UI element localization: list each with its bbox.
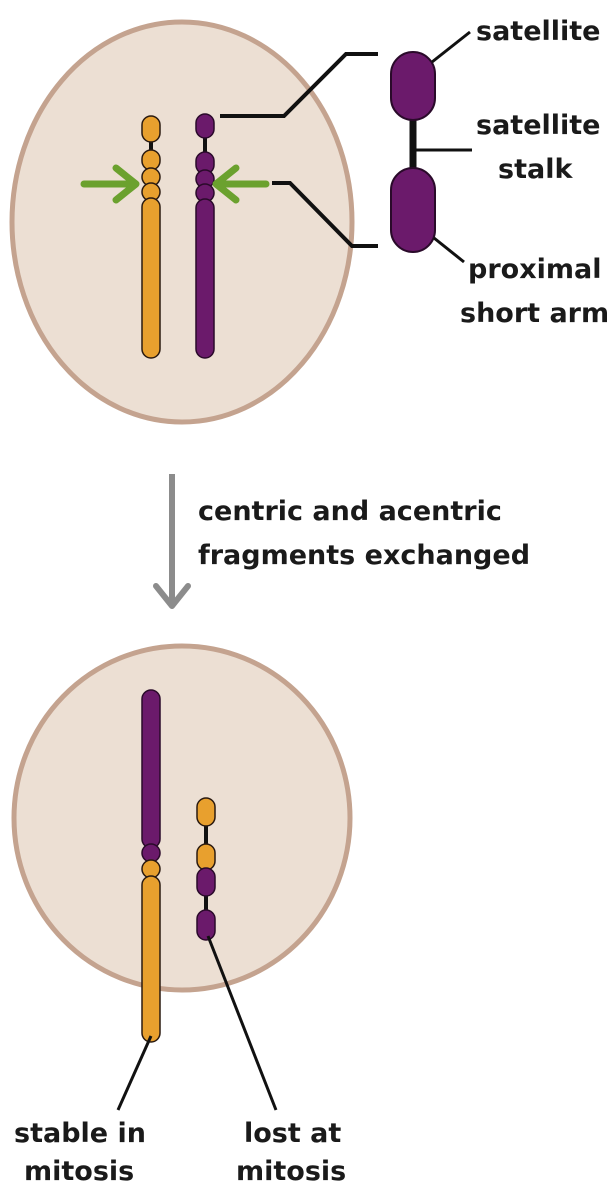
purple-satellite [196,114,214,138]
detail-satellite [391,52,435,120]
label-stable-1: stable in [14,1118,146,1149]
satellite-detail: satellite satellite stalk proximal short… [391,16,609,329]
label-step-2: fragments exchanged [198,540,530,571]
label-stable-2: mitosis [24,1156,134,1187]
orange-chromosome-top [142,116,160,358]
label-lost-1: lost at [244,1118,341,1149]
top-cell-body [12,22,352,422]
fused-chromosome [142,690,160,1042]
label-proximal-2: short arm [460,298,609,329]
label-proximal-1: proximal [468,254,601,285]
label-satellite-stalk-1: satellite [476,110,601,141]
stable-leader-line [118,1036,151,1110]
orange-satellite [142,116,160,142]
detail-proximal-arm [391,168,435,252]
label-satellite-stalk-2: stalk [498,154,573,185]
label-step-1: centric and acentric [198,496,502,527]
top-cell [12,22,352,422]
bottom-cell-body [14,646,350,990]
bottom-cell [14,646,350,1042]
label-lost-2: mitosis [236,1156,346,1187]
down-arrow-icon [156,474,188,606]
label-satellite: satellite [476,16,601,47]
